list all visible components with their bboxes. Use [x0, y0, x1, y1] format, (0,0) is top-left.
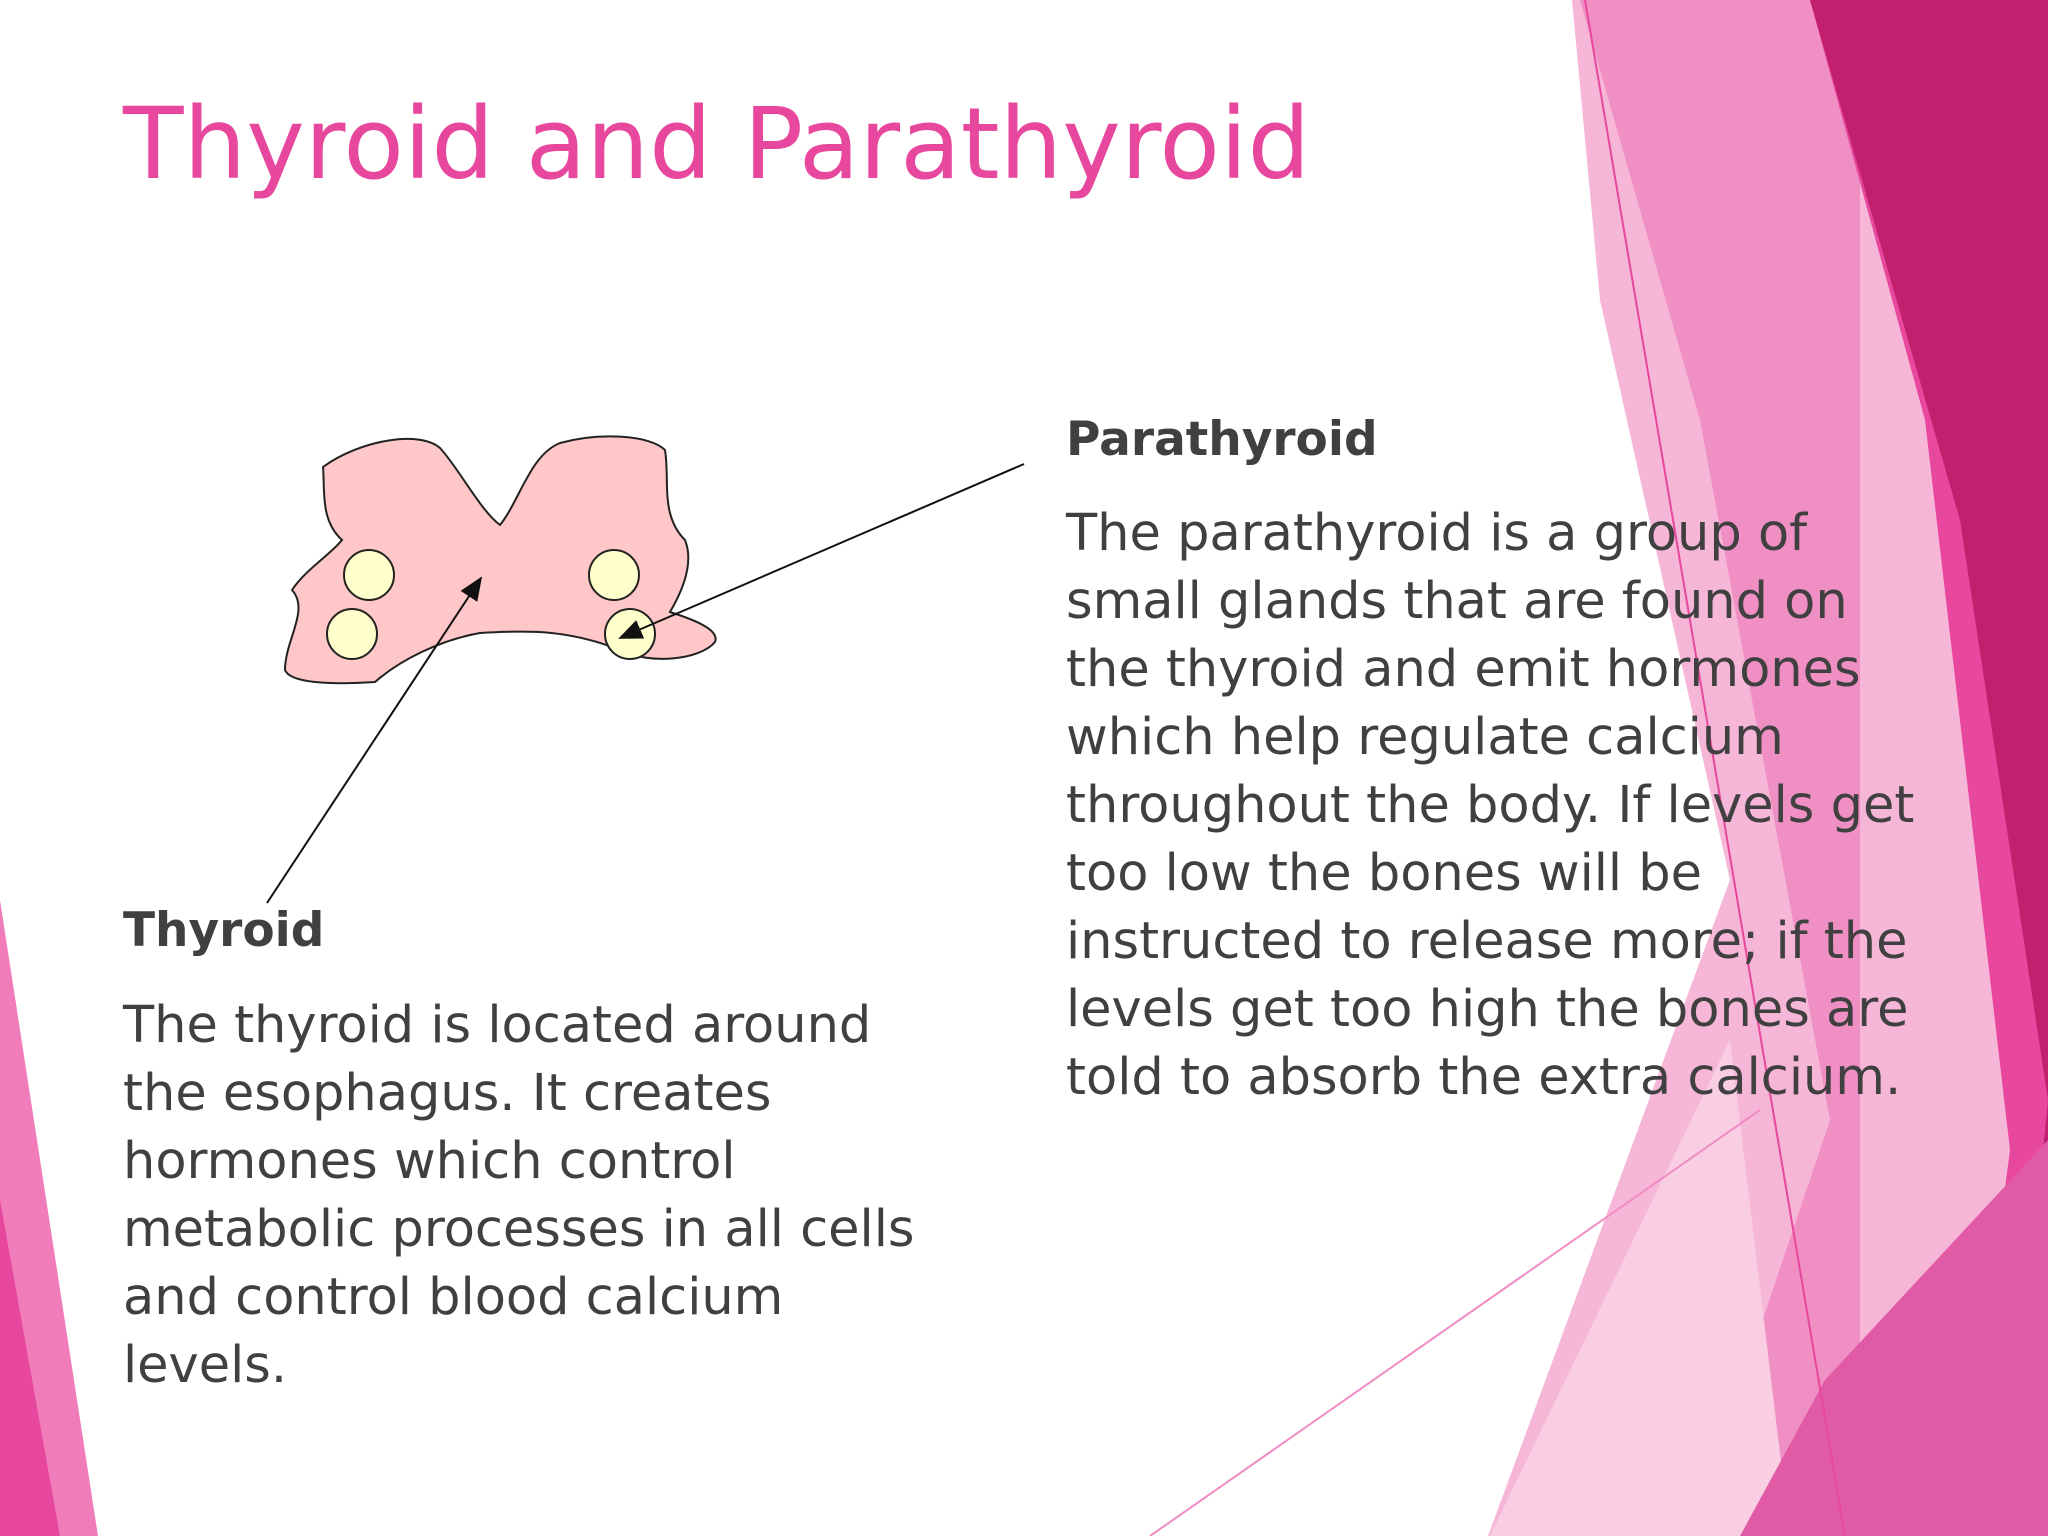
thyroid-pointer-arrow — [266, 576, 483, 904]
right-facet-dark — [1810, 0, 2048, 1536]
right-facet-lower-mid — [1740, 1140, 2048, 1536]
right-facet-lower-light — [1490, 1040, 1790, 1536]
right-facet-medium — [1580, 0, 1860, 1536]
parathyroid-heading: Parathyroid — [1066, 412, 1378, 467]
parathyroid-pointer-arrow — [618, 463, 1025, 639]
thyroid-description: The thyroid is located around the esopha… — [123, 996, 915, 1395]
lower-facet-line — [1149, 1109, 1761, 1536]
nodule-upper-right — [588, 549, 640, 601]
parathyroid-description: The parathyroid is a group of small glan… — [1066, 504, 1915, 1107]
right-facet-line — [1584, 0, 1846, 1536]
nodule-lower-left — [326, 608, 378, 660]
nodule-upper-left — [343, 549, 395, 601]
slide-title: Thyroid and Parathyroid — [123, 87, 1311, 202]
thyroid-heading: Thyroid — [123, 903, 325, 958]
left-facet-dark — [0, 1200, 60, 1536]
